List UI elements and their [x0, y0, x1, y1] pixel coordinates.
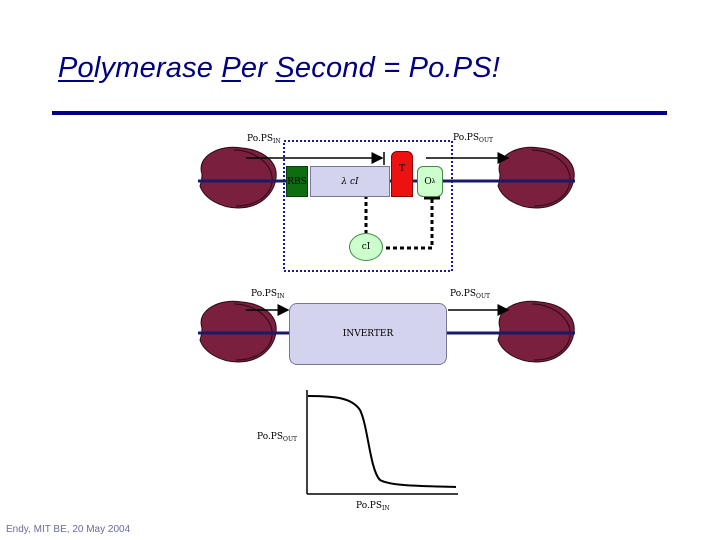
pops-in-label-mid: Po.PSIN: [251, 289, 285, 300]
ci-protein: cI: [349, 233, 383, 261]
polymerase-right-top: [497, 146, 575, 209]
title-underline-po: Po: [58, 52, 94, 84]
title-text-3: econd = Po.PS!: [294, 52, 501, 84]
terminator-block: T: [391, 151, 413, 197]
title-underline-p: P: [221, 52, 241, 84]
slide-footer: Endy, MIT BE, 20 May 2004: [6, 524, 131, 535]
title-underline-s: S: [275, 52, 295, 84]
slide-title: Polymerase Per Second = Po.PS!: [58, 52, 500, 85]
pops-in-label-top: Po.PSIN: [247, 134, 281, 145]
plot-ylabel: Po.PSOUT: [257, 432, 298, 443]
plot-xlabel: Po.PSIN: [356, 501, 390, 512]
pops-out-label-top: Po.PSOUT: [453, 133, 494, 144]
title-text-2: er: [240, 52, 276, 84]
polymerase-left-top: [199, 146, 277, 209]
pops-out-label-mid: Po.PSOUT: [450, 289, 491, 300]
transfer-curve: [307, 395, 457, 488]
rbs-block: RBS: [286, 166, 308, 197]
inverter-block: INVERTER: [289, 303, 447, 365]
device-boundary-box: [283, 140, 453, 272]
repression-link-dashed: [386, 198, 434, 250]
title-rule: [52, 111, 667, 115]
ci-gene-block: λ cI: [310, 166, 390, 197]
title-text-1: lymerase: [93, 52, 222, 84]
